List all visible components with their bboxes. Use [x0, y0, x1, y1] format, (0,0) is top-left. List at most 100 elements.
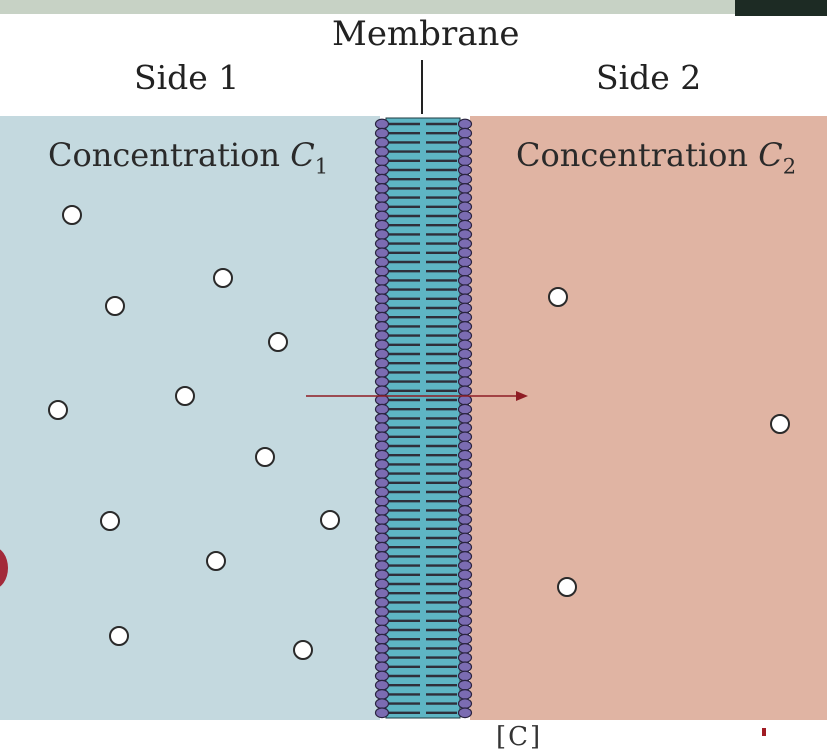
lipid-bilayer-membrane: [376, 118, 472, 718]
lipid-head: [376, 147, 389, 157]
lipid-head: [376, 598, 389, 608]
lipid-head: [376, 386, 389, 396]
molecule: [214, 269, 232, 287]
lipid-head: [376, 239, 389, 249]
lipid-head: [459, 386, 472, 396]
lipid-head: [376, 368, 389, 378]
lipid-head: [459, 423, 472, 433]
lipid-head: [459, 193, 472, 203]
lipid-head: [376, 680, 389, 690]
lipid-head: [459, 276, 472, 286]
lipid-head: [459, 625, 472, 635]
lipid-head: [376, 432, 389, 442]
lipid-head: [459, 450, 472, 460]
lipid-head: [376, 294, 389, 304]
lipid-head: [376, 662, 389, 672]
lipid-head: [459, 266, 472, 276]
lipid-head: [459, 699, 472, 709]
lipid-head: [376, 699, 389, 709]
lipid-head: [376, 414, 389, 424]
lipid-head: [376, 708, 389, 718]
lipid-head: [459, 404, 472, 414]
lipid-head: [459, 570, 472, 580]
lipid-head: [376, 202, 389, 212]
lipid-head: [376, 377, 389, 387]
lipid-head: [459, 340, 472, 350]
lipid-head: [376, 257, 389, 267]
lipid-head: [459, 460, 472, 470]
molecule: [321, 511, 339, 529]
lipid-head: [459, 441, 472, 451]
lipid-head: [376, 349, 389, 359]
lipid-head: [376, 174, 389, 184]
lipid-head: [459, 662, 472, 672]
lipid-head: [459, 690, 472, 700]
lipid-head: [376, 478, 389, 488]
lipid-head: [376, 506, 389, 516]
lipid-head: [376, 184, 389, 194]
lipid-head: [376, 285, 389, 295]
lipid-head: [459, 331, 472, 341]
lipid-head: [376, 542, 389, 552]
lipid-head: [459, 598, 472, 608]
lipid-head: [376, 193, 389, 203]
lipid-head: [376, 533, 389, 543]
lipid-head: [459, 358, 472, 368]
right-arrow-icon: [516, 391, 528, 401]
lipid-head: [459, 202, 472, 212]
lipid-head: [459, 230, 472, 240]
molecule: [256, 448, 274, 466]
lipid-head: [376, 303, 389, 313]
lipid-head: [459, 533, 472, 543]
molecule: [106, 297, 124, 315]
lipid-head: [376, 220, 389, 230]
lipid-head: [376, 616, 389, 626]
lipid-head: [459, 248, 472, 258]
lipid-head: [459, 644, 472, 654]
molecule: [207, 552, 225, 570]
lipid-head: [376, 607, 389, 617]
lipid-head: [459, 211, 472, 221]
lipid-head: [376, 496, 389, 506]
lipid-head: [459, 414, 472, 424]
lipid-head: [459, 285, 472, 295]
lipid-head: [376, 625, 389, 635]
lipid-head: [376, 588, 389, 598]
lipid-head: [459, 322, 472, 332]
molecule: [294, 641, 312, 659]
lipid-head: [459, 671, 472, 681]
molecule: [549, 288, 567, 306]
lipid-head: [376, 460, 389, 470]
lipid-head: [459, 138, 472, 148]
lipid-head: [376, 570, 389, 580]
lipid-head: [459, 579, 472, 589]
lipid-head: [459, 478, 472, 488]
molecule: [558, 578, 576, 596]
molecule: [771, 415, 789, 433]
lipid-head: [459, 588, 472, 598]
lipid-head: [459, 653, 472, 663]
lipid-head: [376, 312, 389, 322]
lipid-head: [376, 128, 389, 138]
lipid-head: [459, 552, 472, 562]
lipid-head: [459, 368, 472, 378]
lipid-head: [376, 322, 389, 332]
lipid-head: [376, 404, 389, 414]
molecule: [176, 387, 194, 405]
lipid-head: [459, 432, 472, 442]
lipid-head: [459, 515, 472, 525]
lipid-head: [459, 312, 472, 322]
molecule: [110, 627, 128, 645]
molecule: [63, 206, 81, 224]
lipid-head: [376, 450, 389, 460]
lipid-head: [459, 220, 472, 230]
bottom-red-mark: [762, 728, 766, 736]
lipid-head: [376, 441, 389, 451]
lipid-head: [376, 138, 389, 148]
lipid-head: [459, 294, 472, 304]
lipid-head: [376, 579, 389, 589]
lipid-head: [459, 257, 472, 267]
lipid-head: [376, 248, 389, 258]
lipid-head: [376, 524, 389, 534]
lipid-head: [459, 616, 472, 626]
